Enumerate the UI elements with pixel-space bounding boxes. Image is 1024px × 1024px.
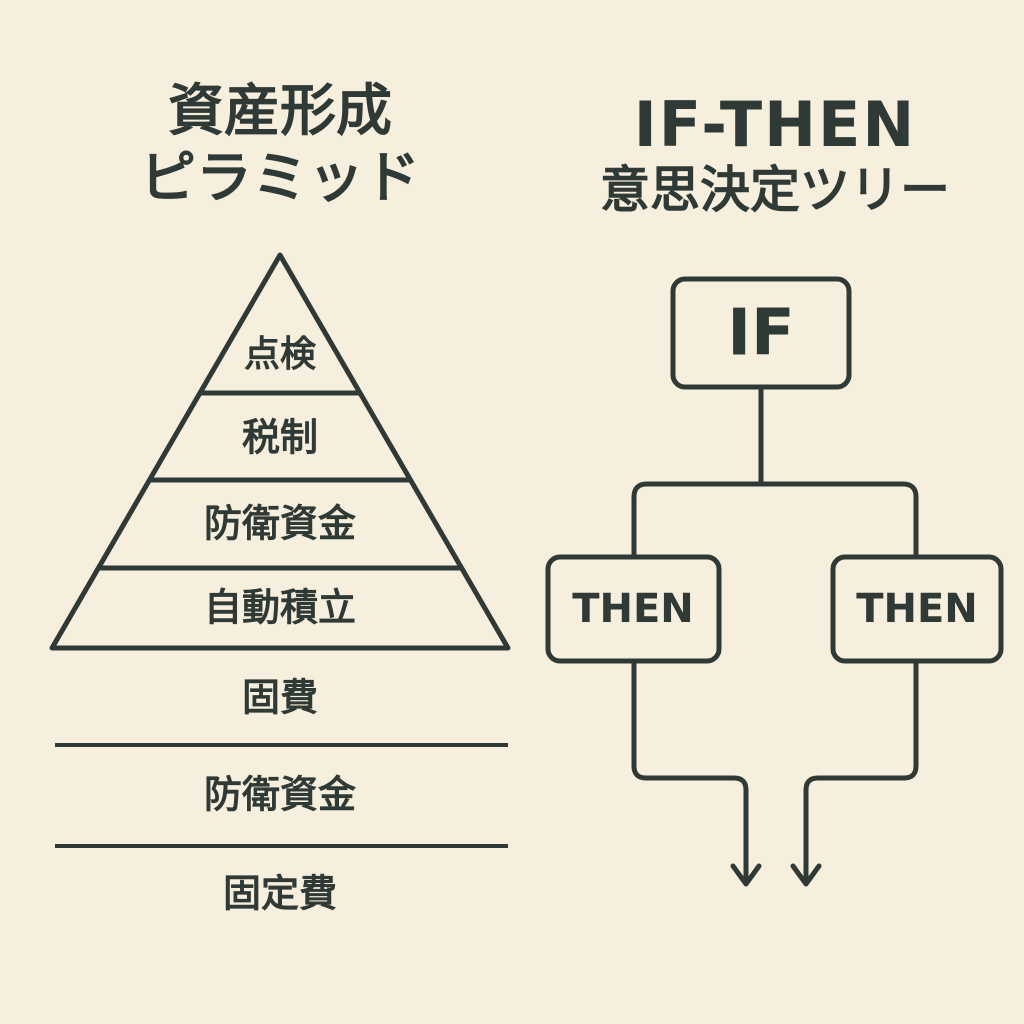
pyramid-layer-label: 点検 — [244, 334, 317, 375]
pyramid — [49, 252, 511, 651]
connector — [631, 658, 749, 886]
tree-title-line1: IF-THEN — [633, 88, 917, 161]
tree-title-line2: 意思決定ツリー — [600, 161, 950, 219]
connector — [803, 658, 919, 886]
pyramid-title: 資産形成 ピラミッド — [40, 78, 520, 212]
pyramid-outline — [49, 252, 511, 651]
then-node-label: THEN — [856, 586, 978, 632]
decision-tree — [545, 276, 1004, 887]
connector — [631, 481, 919, 560]
pyramid-title-line1: 資産形成 — [168, 79, 392, 144]
pyramid-layer-label: 自動積立 — [204, 586, 356, 630]
arrow-head — [730, 863, 762, 887]
base-row-label: 固費 — [242, 676, 318, 720]
base-row-label: 防衛資金 — [204, 773, 357, 817]
base-row-label: 固定費 — [223, 872, 337, 916]
arrow-head — [790, 863, 822, 887]
pyramid-layer-label: 防衛資金 — [204, 502, 357, 546]
if-node-label: IF — [727, 297, 795, 371]
pyramid-title-line2: ピラミッド — [140, 146, 420, 212]
then-node-label: THEN — [572, 586, 694, 632]
pyramid-layer-label: 税制 — [242, 416, 318, 460]
